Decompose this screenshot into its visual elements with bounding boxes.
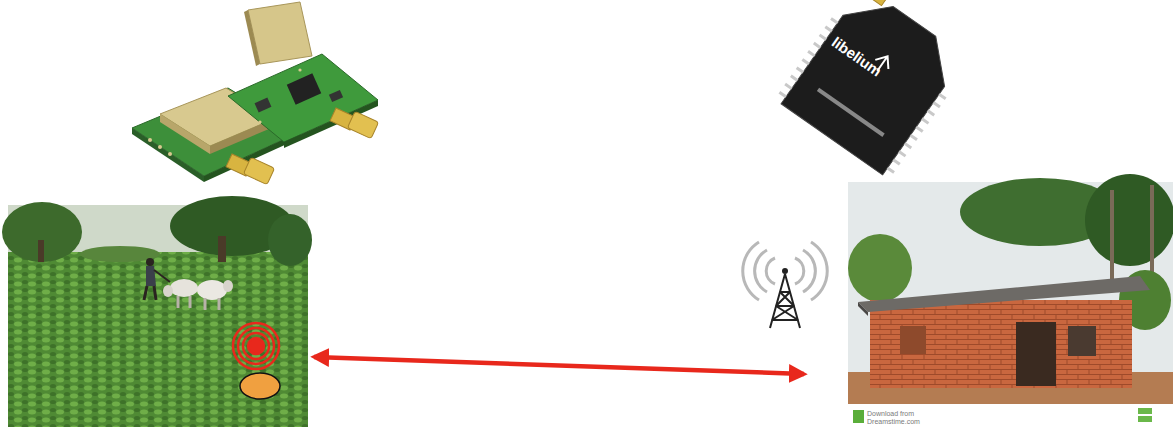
antenna-tower-icon-part-part: [755, 250, 767, 292]
field-photo-part: [2, 202, 82, 262]
antenna-tower-icon-part-part: [803, 250, 815, 292]
xbee-module-photo-part-part: [790, 75, 798, 82]
radio-module-photo-part: [347, 111, 378, 138]
field-photo-part: [144, 286, 156, 300]
xbee-module-photo-part: [817, 88, 885, 137]
field-photo-part: [154, 270, 170, 282]
xbee-module-photo-part-part: [779, 91, 787, 98]
radio-module-photo-part: [329, 90, 343, 102]
field-photo-part: [233, 323, 279, 369]
field-photo-part: [205, 298, 219, 310]
xbee-module-photo-part-part: [933, 101, 941, 108]
xbee-module-photo-part-part: [887, 167, 895, 174]
field-photo-part: [218, 236, 226, 262]
house-photo-part: [1138, 408, 1152, 414]
xbee-module-photo-part: [779, 17, 947, 173]
field-photo-part: [268, 214, 312, 266]
xbee-module-photo-part-part: [819, 34, 827, 41]
antenna-tower-icon-part-part: [772, 292, 798, 320]
field-photo-part: [197, 280, 227, 300]
radio-module-photo-part: [284, 100, 378, 148]
antenna-tower-icon-part-part: [795, 258, 804, 284]
house-photo-part: [1085, 174, 1173, 266]
antenna-tower-icon-part-part: [743, 242, 759, 300]
house-photo-part: [853, 410, 864, 423]
field-photo-part: [170, 279, 198, 297]
house-photo-part: [900, 326, 926, 354]
xbee-module-photo-part-part: [927, 109, 935, 116]
house-photo-part: [1138, 416, 1152, 422]
xbee-module-photo-part-part: [898, 150, 906, 157]
house-photo-part: [1016, 322, 1056, 386]
xbee-module-photo-part-part: [784, 83, 792, 90]
field-photo-part: [8, 252, 308, 427]
xbee-module-photo-part-part: [904, 142, 912, 149]
radio-module-photo-part: [298, 68, 301, 71]
antenna-tower-icon-part-part: [772, 292, 798, 320]
xbee-module-photo-part-part: [910, 134, 918, 141]
link-arrow: [314, 357, 804, 374]
radio-module-photo: [132, 2, 379, 185]
xbee-module-photo-part-part: [824, 25, 832, 32]
field-photo: [2, 196, 312, 427]
antenna-tower-icon-part-part: [766, 258, 775, 284]
house-photo-part: [1068, 326, 1096, 356]
house-photo-part: [1110, 190, 1114, 290]
xbee-module-photo-part-part: [796, 66, 804, 73]
field-photo-part: [178, 296, 190, 308]
field-photo-part: [163, 285, 173, 297]
radio-module-photo-part: [168, 152, 172, 156]
xbee-module-photo-part: [867, 0, 898, 6]
xbee-module-photo-part-part: [892, 159, 900, 166]
radio-module-photo-part: [287, 73, 322, 104]
antenna-tower-icon-part-part: [770, 274, 800, 328]
radio-module-photo-part: [244, 10, 260, 66]
radio-module-photo-part: [258, 120, 261, 123]
xbee-module-photo-part-part: [801, 58, 809, 65]
watermark-text: Dreamstime.com: [867, 418, 920, 426]
watermark-text: Download from: [867, 410, 914, 418]
field-photo-part-part: [238, 328, 274, 364]
xbee-module-photo-part-part: [921, 118, 929, 125]
xbee-module-photo-part-part: [915, 126, 923, 133]
xbee-module-photo-part: [781, 0, 965, 175]
house-photo-part: [870, 300, 1132, 388]
field-photo-part: [223, 280, 233, 292]
field-photo-part: [146, 258, 154, 266]
field-photo-part-part: [233, 323, 279, 369]
antenna-tower-icon: [743, 242, 828, 328]
field-photo-part-part: [248, 338, 264, 354]
xbee-module-photo-part-part: [938, 93, 946, 100]
antenna-tower-icon-part: [782, 268, 788, 274]
house-photo-part: [848, 234, 912, 302]
house-photo: [848, 174, 1173, 427]
radio-module-photo-part: [243, 157, 274, 184]
field-photo-part: [146, 266, 156, 286]
radio-module-photo-part: [228, 54, 378, 142]
house-photo-part: [858, 276, 1150, 312]
xbee-module-photo-part-part: [807, 50, 815, 57]
xbee-module-photo-part-part: [813, 42, 821, 49]
radio-module-photo-part: [160, 114, 210, 154]
field-photo-part-part: [243, 333, 269, 359]
radio-module-photo-part: [255, 98, 272, 113]
xbee-module-photo: [775, 0, 1001, 179]
antenna-tower-icon-part-part: [811, 242, 827, 300]
antenna-tower-icon-part: [770, 274, 800, 328]
xbee-module-photo-part-part: [830, 17, 838, 24]
field-photo-part: [240, 373, 280, 399]
radio-module-photo-part: [158, 145, 162, 149]
house-photo-part: [848, 404, 1173, 427]
house-photo-part: [858, 302, 868, 316]
field-photo-part: [38, 240, 44, 262]
radio-module-photo-part: [148, 138, 152, 142]
